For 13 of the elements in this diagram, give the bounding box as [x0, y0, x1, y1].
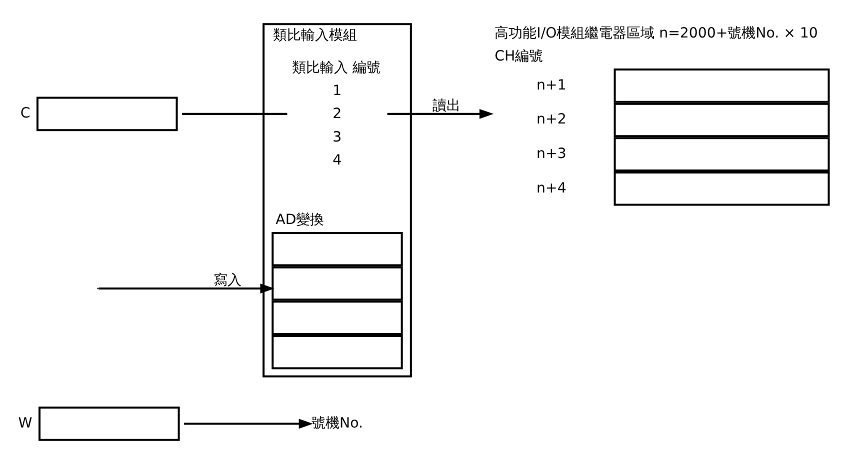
edge-label: 寫入	[214, 272, 242, 288]
node-label: n+2	[536, 111, 566, 128]
node-label: C	[20, 105, 30, 122]
node-text: 號機No.	[312, 415, 363, 432]
node-label: n+1	[536, 76, 566, 93]
node-text: 類比輸入 編號 1 2 3 4	[292, 59, 380, 168]
node-label: CH編號	[494, 48, 544, 64]
node-label: AD變換	[276, 212, 324, 228]
node-label: n+3	[536, 146, 566, 162]
node-label: n+4	[536, 180, 566, 196]
node-label: W	[18, 415, 32, 432]
edge-label: 讀出	[432, 98, 461, 114]
node-label: 高功能I/O模組繼電器區域 n=2000+號機No. × 10	[494, 24, 818, 41]
